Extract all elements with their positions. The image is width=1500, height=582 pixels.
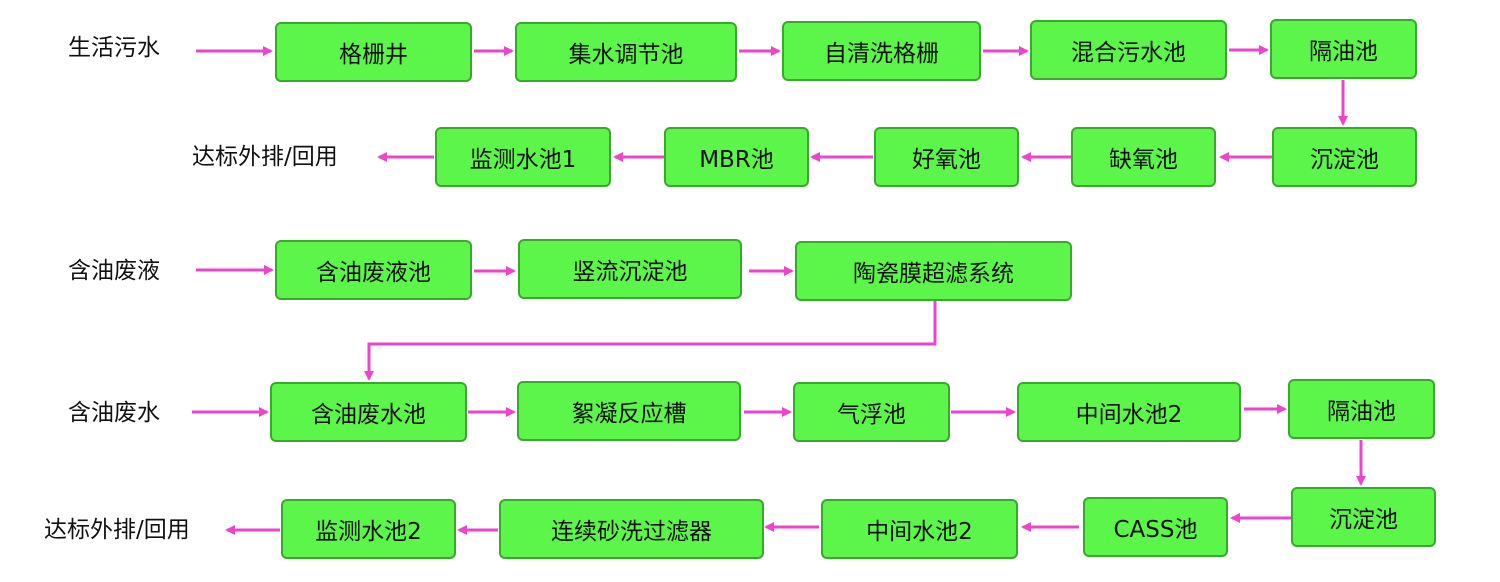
process-box: 混合污水池	[1030, 20, 1227, 80]
process-box: CASS池	[1083, 497, 1228, 557]
process-box: 絮凝反应槽	[517, 381, 741, 441]
flow-connector	[364, 300, 937, 381]
process-box: 含油废液池	[275, 240, 472, 300]
process-box: 陶瓷膜超滤系统	[795, 241, 1072, 301]
process-box: 监测水池2	[281, 499, 456, 559]
process-box: 隔油池	[1288, 379, 1435, 439]
output-label: 达标外排/回用	[44, 517, 190, 543]
input-label-oily-waste-liquid: 含油废液	[68, 258, 160, 284]
process-box: 气浮池	[793, 382, 950, 442]
process-box: 沉淀池	[1291, 487, 1436, 547]
process-box: 自清洗格栅	[782, 21, 981, 81]
process-box: 中间水池2	[821, 499, 1018, 559]
process-box: 沉淀池	[1272, 127, 1417, 187]
process-box: 缺氧池	[1071, 127, 1216, 187]
process-box: 连续砂洗过滤器	[499, 499, 764, 559]
process-box: 含油废水池	[270, 382, 467, 442]
process-box: 集水调节池	[515, 22, 737, 82]
process-box: 格栅井	[275, 22, 472, 82]
process-box: 隔油池	[1270, 19, 1417, 79]
process-box: 中间水池2	[1017, 382, 1241, 442]
input-label-domestic-sewage: 生活污水	[68, 35, 160, 61]
process-box: MBR池	[664, 127, 809, 187]
process-box: 竖流沉淀池	[518, 239, 742, 299]
output-label: 达标外排/回用	[192, 144, 338, 170]
process-box: 好氧池	[874, 127, 1019, 187]
input-label-oily-wastewater: 含油废水	[68, 400, 160, 426]
process-box: 监测水池1	[435, 127, 611, 187]
